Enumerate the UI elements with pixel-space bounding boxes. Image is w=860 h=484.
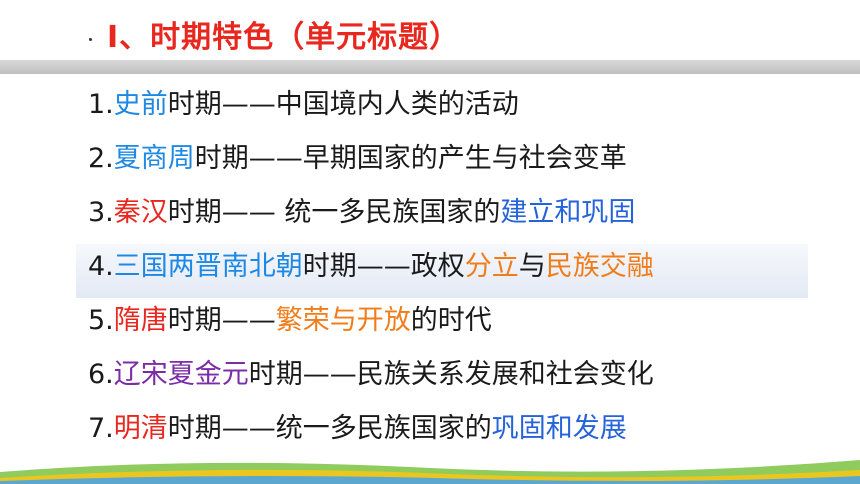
item-number: 6. — [88, 359, 114, 390]
era-description: 时期—— 统一多民族国家的 — [167, 197, 501, 228]
slide-title: Ⅰ、时期特色（单元标题） — [107, 20, 461, 55]
era-name: 夏商周 — [113, 143, 195, 174]
era-description: 时期—— — [167, 305, 276, 336]
bottom-swoosh-decoration — [0, 460, 860, 484]
era-description: 时期——政权 — [302, 251, 465, 282]
era-name: 秦汉 — [113, 197, 168, 228]
list-item: 6.辽宋夏金元时期——民族关系发展和社会变化 — [88, 352, 828, 406]
highlight-phrase: 巩固和发展 — [491, 413, 627, 444]
era-name: 辽宋夏金元 — [113, 359, 249, 390]
item-number: 1. — [88, 89, 114, 120]
era-name: 史前 — [113, 89, 168, 120]
highlight-phrase: 民族交融 — [545, 251, 654, 282]
list-item: 2.夏商周时期——早期国家的产生与社会变革 — [88, 136, 828, 190]
list-item: 4.三国两晋南北朝时期——政权分立与民族交融 — [76, 244, 808, 298]
era-description: 时期——民族关系发展和社会变化 — [248, 359, 654, 390]
item-number: 2. — [88, 143, 114, 174]
era-description: 时期——统一多民族国家的 — [167, 413, 492, 444]
list-item: 3.秦汉时期—— 统一多民族国家的建立和巩固 — [88, 190, 828, 244]
join-text: 的时代 — [410, 305, 492, 336]
highlight-phrase: 建立和巩固 — [500, 197, 636, 228]
list-item: 7.明清时期——统一多民族国家的巩固和发展 — [88, 406, 828, 460]
era-name: 明清 — [113, 413, 168, 444]
item-number: 7. — [88, 413, 114, 444]
title-underline-bar — [0, 60, 860, 74]
era-name: 三国两晋南北朝 — [113, 251, 303, 282]
era-description: 时期——中国境内人类的活动 — [167, 89, 519, 120]
highlight-phrase: 繁荣与开放 — [275, 305, 411, 336]
list-item: 5.隋唐时期——繁荣与开放的时代 — [88, 298, 828, 352]
bullet-dot — [89, 38, 92, 41]
era-description: 时期——早期国家的产生与社会变革 — [194, 143, 627, 174]
highlight-phrase: 分立 — [464, 251, 519, 282]
item-number: 3. — [88, 197, 114, 228]
item-number: 5. — [88, 305, 114, 336]
item-number: 4. — [88, 251, 114, 282]
list-item: 1.史前时期——中国境内人类的活动 — [88, 82, 828, 136]
join-text: 与 — [518, 251, 546, 282]
era-name: 隋唐 — [113, 305, 168, 336]
era-list: 1.史前时期——中国境内人类的活动 2.夏商周时期——早期国家的产生与社会变革 … — [76, 82, 828, 460]
